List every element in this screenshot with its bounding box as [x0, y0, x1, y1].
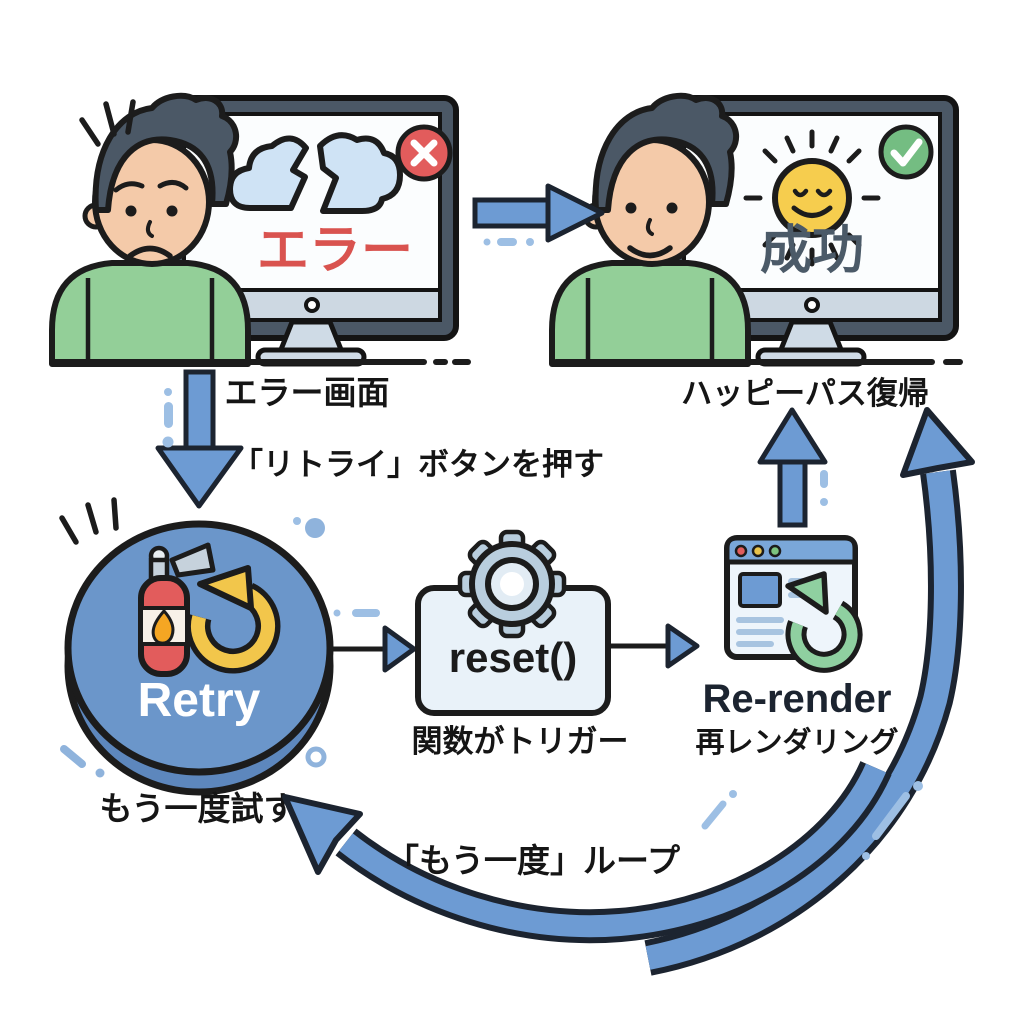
success-check-icon: [878, 124, 934, 180]
browser-window-icon: [724, 535, 858, 660]
stress-marks-icon: [59, 497, 119, 545]
curved-loop-arrow: [282, 760, 892, 944]
worried-user-avatar: [52, 96, 248, 364]
fire-extinguisher-icon: [138, 542, 216, 677]
arrow-retry-to-reset: [328, 625, 417, 673]
happy-user-avatar: [552, 96, 748, 364]
stress-marks-icon: [79, 99, 136, 147]
retry-button[interactable]: Retry: [64, 520, 334, 796]
rerender-step: Re-render 再レンダリング: [695, 535, 899, 759]
press-retry-label: 「リトライ」ボタンを押す: [232, 447, 604, 482]
reset-caption: 関数がトリガー: [412, 724, 629, 759]
rerender-label: Re-render: [703, 677, 892, 721]
retry-button-label: Retry: [138, 674, 261, 727]
reset-label: reset(): [449, 634, 577, 681]
error-screen-text: エラー: [257, 222, 413, 280]
arrow-up-icon: [757, 407, 828, 528]
arrow-right-icon: [472, 183, 605, 243]
success-panel: 成功 ハッピーパス復帰: [552, 96, 963, 411]
refresh-arrow-icon: [785, 571, 863, 673]
arrow-reset-to-rerender: [610, 623, 700, 669]
curved-return-arrow: [644, 407, 975, 976]
gear-icon: [457, 529, 567, 639]
rerender-caption: 再レンダリング: [695, 725, 898, 759]
error-x-icon: [395, 124, 453, 182]
error-caption: エラー画面: [225, 374, 390, 411]
arrow-down-icon: [155, 369, 244, 509]
success-caption: ハッピーパス復帰: [681, 376, 929, 411]
reset-step: reset(): [415, 529, 611, 716]
sun-smiley-icon: [743, 129, 881, 267]
loop-label: 「もう一度」ループ: [386, 842, 681, 879]
decorative-dots: [60, 238, 923, 860]
success-screen-text: 成功: [760, 222, 864, 280]
error-panel: エラー エラー画面: [49, 96, 471, 411]
retry-circular-arrow-icon: [185, 565, 281, 674]
retry-caption: もう一度試す: [99, 790, 296, 827]
